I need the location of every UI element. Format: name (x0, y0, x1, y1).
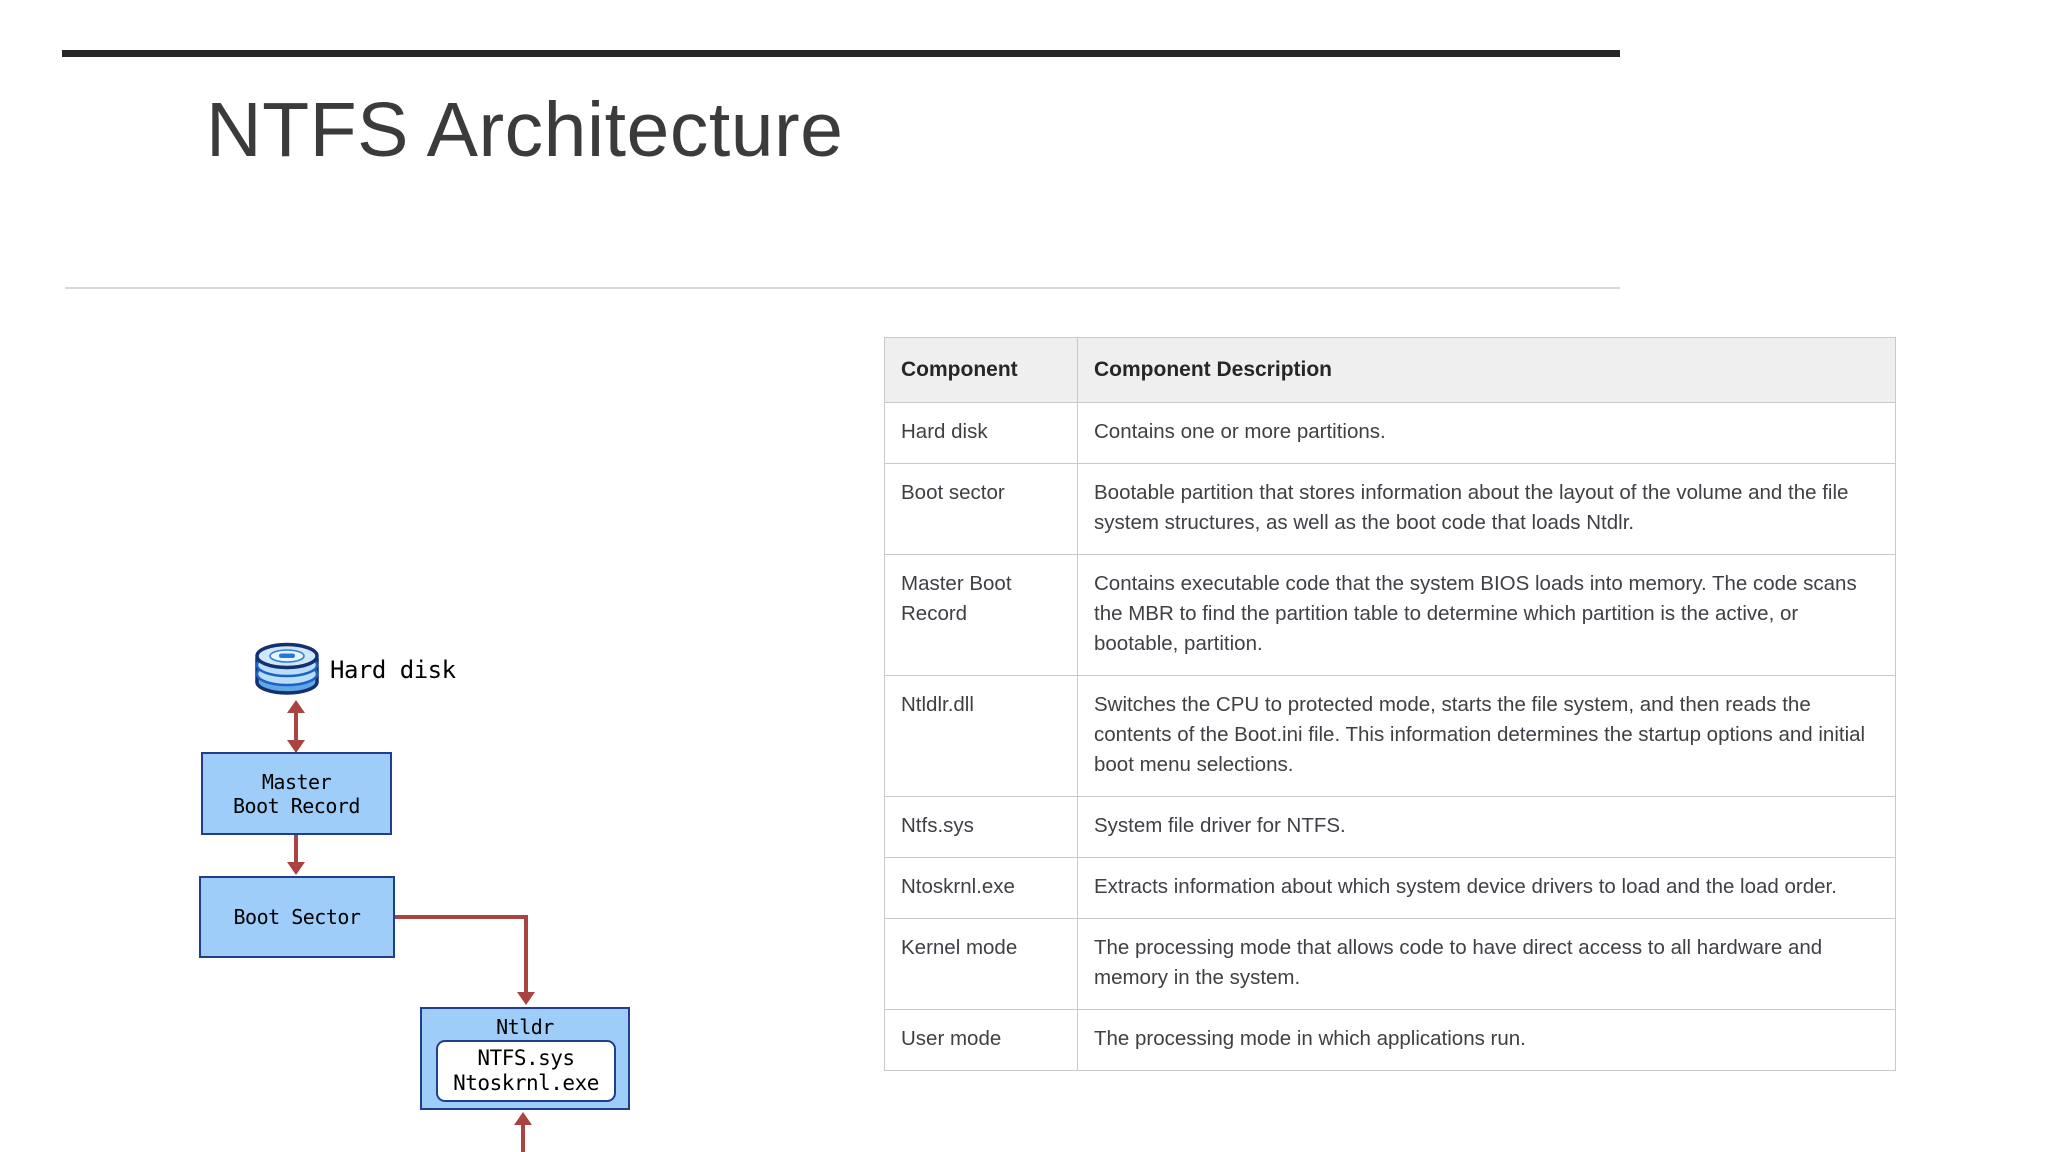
arrowhead-down-ntldr (517, 992, 535, 1005)
connector-bootsector-elbow-v (524, 915, 528, 995)
arrowhead-up-ntldr (514, 1112, 532, 1125)
table-row: User mode The processing mode in which a… (884, 1009, 1896, 1071)
hard-disk-icon (255, 642, 319, 695)
table-row: Ntoskrnl.exe Extracts information about … (884, 857, 1896, 919)
ntfs-boot-flow-diagram: Hard disk Master Boot Record Boot Sector… (0, 300, 860, 1152)
component-description-table: Component Component Description Hard dis… (884, 337, 1896, 1071)
cell-component: Kernel mode (884, 918, 1078, 1010)
column-header-component: Component (884, 337, 1078, 403)
diagram-box-boot-sector[interactable]: Boot Sector (199, 876, 395, 958)
cell-description: The processing mode that allows code to … (1077, 918, 1896, 1010)
ntoskrnl-exe-label: Ntoskrnl.exe (453, 1071, 599, 1095)
hard-disk-label: Hard disk (330, 656, 456, 684)
cell-description: Bootable partition that stores informati… (1077, 463, 1896, 555)
table-row: Ntldlr.dll Switches the CPU to protected… (884, 675, 1896, 797)
table-header-row: Component Component Description (884, 337, 1896, 403)
arrowhead-up-harddisk (287, 700, 305, 713)
header-top-rule (62, 50, 1620, 57)
cell-description: Contains executable code that the system… (1077, 554, 1896, 676)
table-row: Master Boot Record Contains executable c… (884, 554, 1896, 676)
connector-harddisk-mbr (294, 710, 298, 750)
table-row: Kernel mode The processing mode that all… (884, 918, 1896, 1010)
boot-sector-label: Boot Sector (233, 905, 361, 929)
page-title: NTFS Architecture (206, 87, 844, 173)
mbr-line-2: Boot Record (233, 793, 360, 818)
column-header-description: Component Description (1077, 337, 1896, 403)
cell-component: User mode (884, 1009, 1078, 1071)
ntldr-label: Ntldr (496, 1015, 554, 1039)
cell-description: The processing mode in which application… (1077, 1009, 1896, 1071)
cell-description: System file driver for NTFS. (1077, 796, 1896, 858)
cell-component: Master Boot Record (884, 554, 1078, 676)
cell-component: Ntfs.sys (884, 796, 1078, 858)
cell-description: Extracts information about which system … (1077, 857, 1896, 919)
cell-description: Contains one or more partitions. (1077, 402, 1896, 464)
cell-component: Hard disk (884, 402, 1078, 464)
table-row: Hard disk Contains one or more partition… (884, 402, 1896, 464)
ntldr-inner-modules-box[interactable]: NTFS.sys Ntoskrnl.exe (436, 1040, 616, 1102)
title-divider (65, 287, 1620, 289)
connector-ntldr-os (521, 1120, 525, 1152)
mbr-line-1: Master (261, 769, 332, 794)
arrowhead-down-bootsector (287, 862, 305, 875)
cell-component: Boot sector (884, 463, 1078, 555)
connector-bootsector-elbow-h (395, 915, 528, 919)
connector-mbr-bootsector (294, 835, 298, 865)
cell-component: Ntldlr.dll (884, 675, 1078, 797)
arrowhead-down-mbr (287, 740, 305, 753)
ntfs-sys-label: NTFS.sys (477, 1046, 575, 1070)
cell-description: Switches the CPU to protected mode, star… (1077, 675, 1896, 797)
table-row: Boot sector Bootable partition that stor… (884, 463, 1896, 555)
diagram-box-master-boot-record[interactable]: Master Boot Record (201, 752, 392, 835)
table-row: Ntfs.sys System file driver for NTFS. (884, 796, 1896, 858)
cell-component: Ntoskrnl.exe (884, 857, 1078, 919)
